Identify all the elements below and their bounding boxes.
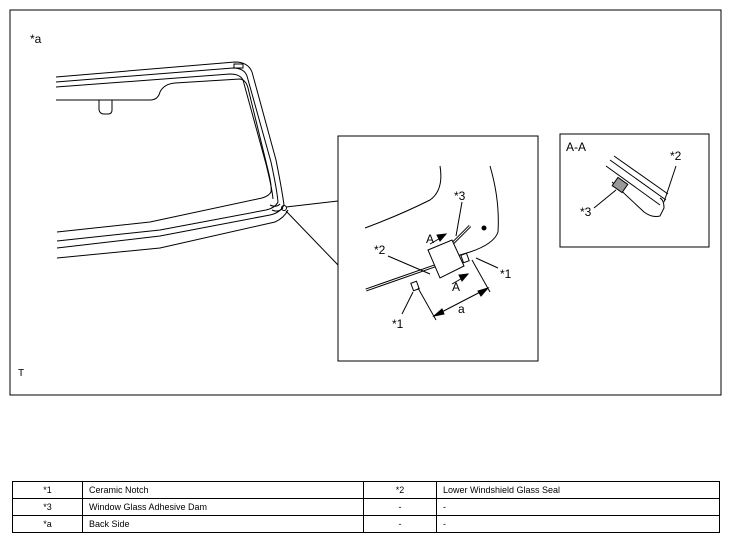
table-row: *a Back Side - - — [12, 515, 720, 533]
legend-desc: - — [436, 498, 720, 516]
section-title: A-A — [566, 140, 586, 154]
detail-leader — [281, 200, 339, 266]
windshield-glass — [55, 61, 289, 259]
detail-view: *3 *2 A A *1 *1 a — [337, 135, 539, 362]
legend-code: *3 — [12, 498, 83, 516]
legend-desc: Ceramic Notch — [82, 481, 364, 499]
legend-desc: Window Glass Adhesive Dam — [82, 498, 364, 516]
dimension-label: a — [458, 302, 465, 316]
legend-code: *1 — [12, 481, 83, 499]
legend-code: - — [363, 515, 437, 533]
table-row: *1 Ceramic Notch *2 Lower Windshield Gla… — [12, 481, 720, 499]
callout-seal: *2 — [374, 243, 386, 257]
diagram-frame — [9, 9, 722, 396]
legend-code: *2 — [363, 481, 437, 499]
legend-desc: Lower Windshield Glass Seal — [436, 481, 720, 499]
callout-dam: *3 — [454, 189, 466, 203]
section-mark-top: A — [426, 232, 434, 246]
legend-code: - — [363, 498, 437, 516]
legend-desc: - — [436, 515, 720, 533]
callout-notch-left: *1 — [392, 317, 404, 331]
callout-notch-right: *1 — [500, 267, 512, 281]
legend-code: *a — [12, 515, 83, 533]
legend-table: *1 Ceramic Notch *2 Lower Windshield Gla… — [12, 481, 720, 533]
legend-desc: Back Side — [82, 515, 364, 533]
corner-mark: T — [18, 368, 24, 379]
table-row: *3 Window Glass Adhesive Dam - - — [12, 498, 720, 516]
view-label: *a — [30, 32, 42, 46]
section-callout-seal: *2 — [670, 149, 682, 163]
section-view: A-A *2 *3 — [559, 133, 710, 248]
section-mark-bottom: A — [452, 280, 460, 294]
windshield-diagram: *a T — [9, 9, 722, 396]
section-callout-dam: *3 — [580, 205, 592, 219]
